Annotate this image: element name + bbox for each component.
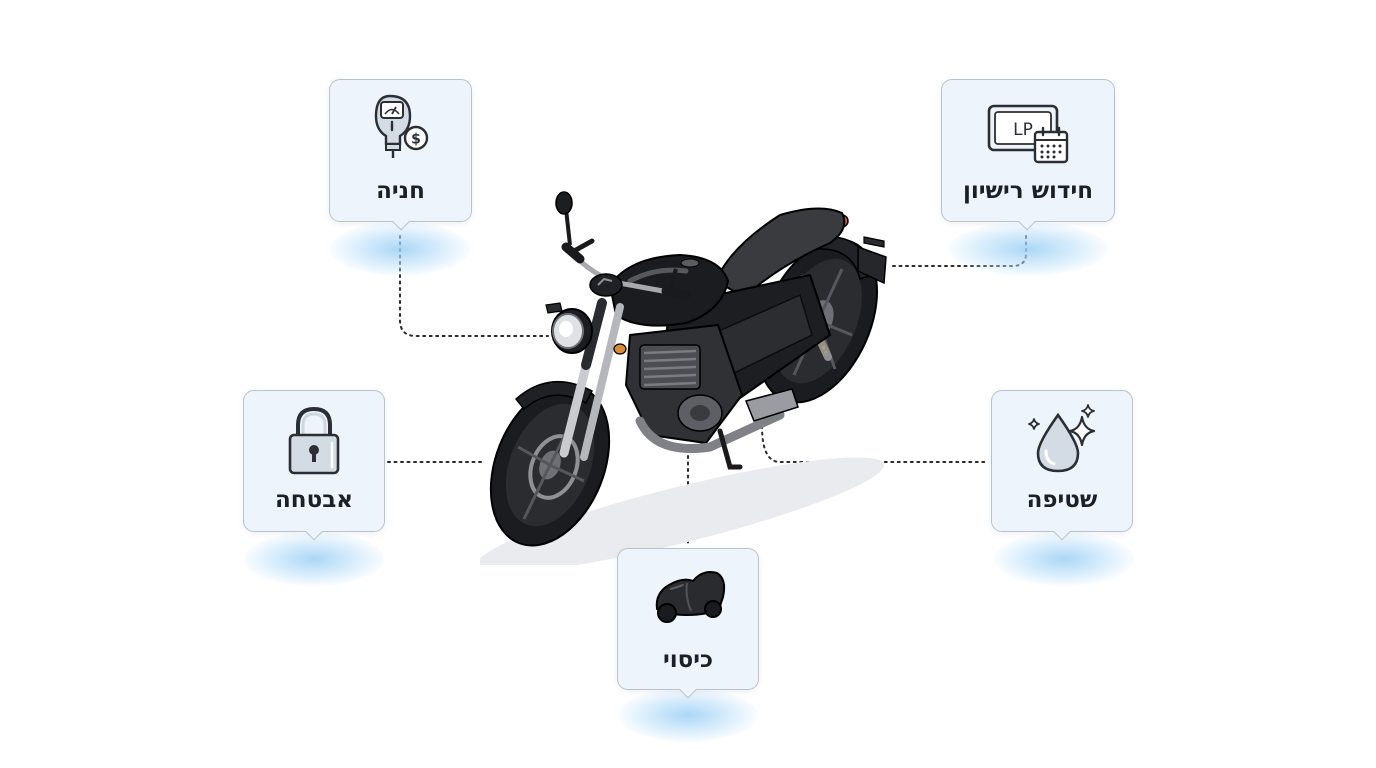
- front-fender: [514, 380, 594, 411]
- mirror-left: [555, 191, 573, 215]
- water-drop-sparkle-icon: [1028, 404, 1096, 473]
- connector-parking: [399, 235, 549, 337]
- cover-label: כיסוי: [662, 647, 714, 673]
- cover-card[interactable]: כיסוי: [617, 548, 759, 699]
- fuel-cap: [680, 258, 700, 268]
- connector-washing: [761, 425, 987, 463]
- motorcycle-illustration: [480, 191, 887, 565]
- kickstand: [717, 428, 743, 470]
- washing-label: שטיפה: [1026, 487, 1098, 513]
- security-glow: [244, 532, 384, 586]
- security-card[interactable]: אבטחה: [243, 390, 385, 541]
- speedometer: [589, 273, 623, 297]
- bike-shadow: [480, 457, 884, 565]
- exhaust-pipe: [635, 410, 785, 454]
- washing-glow: [994, 532, 1134, 586]
- license-plate: [857, 245, 887, 285]
- parking-glow: [330, 222, 470, 276]
- motorcycle-cover-icon: [655, 571, 726, 623]
- washing-card[interactable]: שטיפה: [991, 390, 1133, 541]
- engine: [624, 323, 744, 445]
- license-renewal-label: חידוש רישיון: [962, 178, 1094, 204]
- license-renewal-card[interactable]: LP חידוש רישיון: [941, 79, 1115, 231]
- svg-text:LP: LP: [1013, 120, 1033, 140]
- security-label: אבטחה: [275, 487, 353, 513]
- parking-card[interactable]: $ חניה: [329, 79, 472, 231]
- rear-indicator: [863, 236, 885, 248]
- license-plate-calendar-icon: LP: [987, 104, 1069, 164]
- mirror-stem-left: [564, 208, 572, 246]
- parking-meter-icon: $: [374, 94, 428, 158]
- license-glow: [948, 222, 1108, 276]
- headlight: [551, 308, 593, 354]
- front-indicator-left: [545, 302, 563, 314]
- mirror-stem-right: [668, 268, 678, 290]
- svg-text:$: $: [411, 132, 421, 148]
- parking-label: חניה: [376, 178, 425, 204]
- padlock-icon: [288, 406, 340, 475]
- seat: [714, 207, 846, 299]
